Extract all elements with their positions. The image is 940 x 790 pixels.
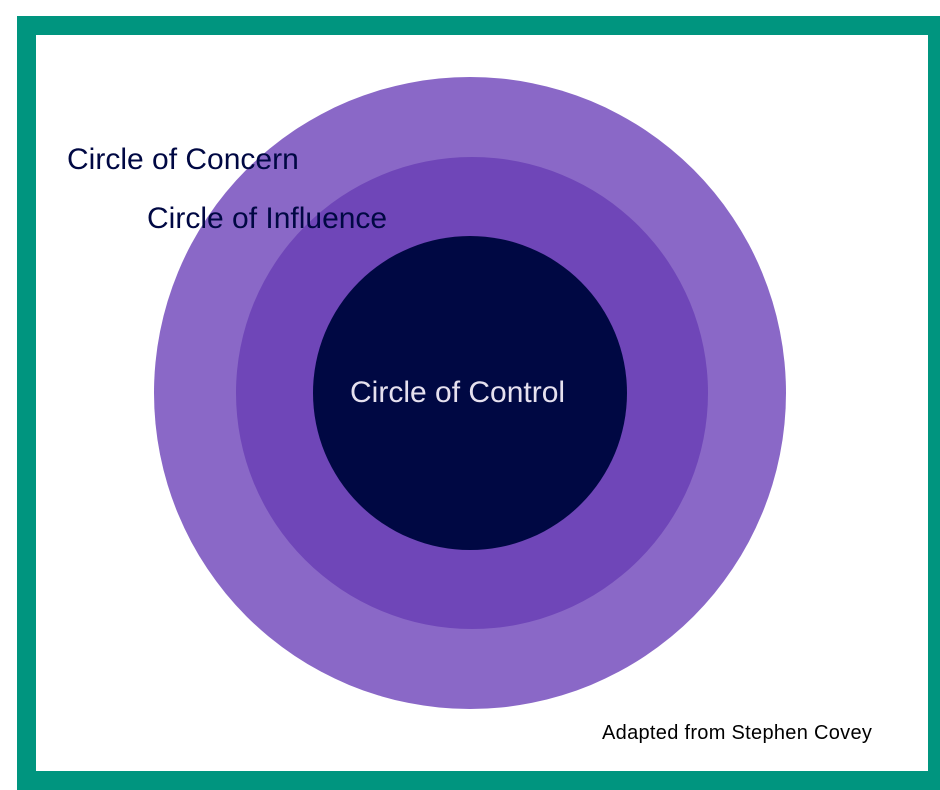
- attribution-credit: Adapted from Stephen Covey: [602, 722, 873, 744]
- circle-of-control-label: Circle of Control: [350, 376, 566, 409]
- circle-of-influence-label: Circle of Influence: [147, 202, 388, 235]
- circle-of-control-ring: [313, 236, 627, 550]
- circle-of-concern-label: Circle of Concern: [67, 143, 299, 176]
